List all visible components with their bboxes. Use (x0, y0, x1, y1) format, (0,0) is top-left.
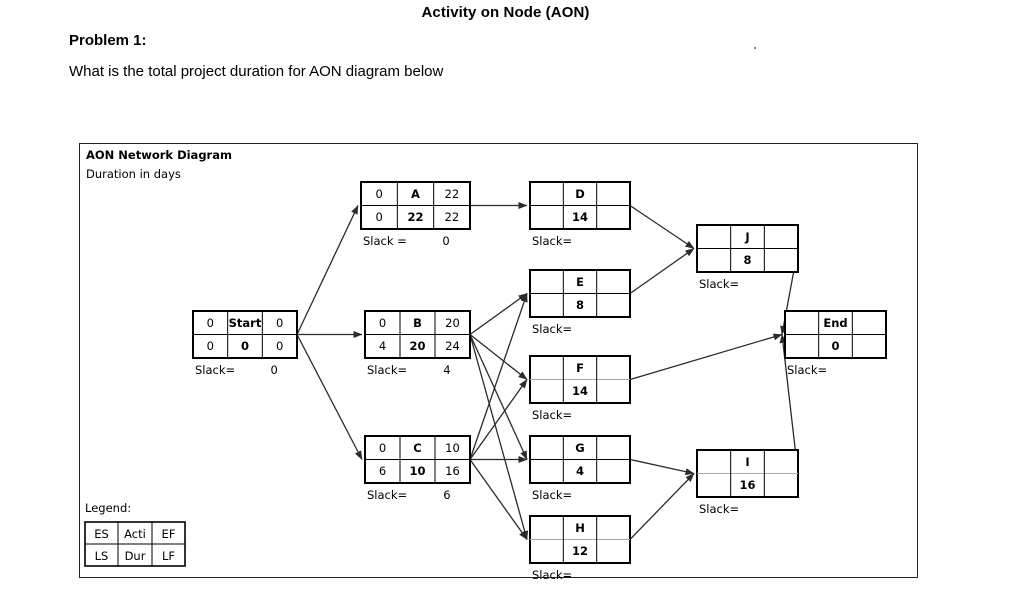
node-h-slack-label: Slack= (532, 568, 572, 579)
node-f-name: F (576, 361, 584, 375)
node-c-lf: 16 (445, 464, 460, 478)
node-g-slack-label: Slack= (532, 488, 572, 502)
node-e-name: E (576, 275, 584, 289)
node-d-dur: 14 (572, 210, 588, 224)
node-start-ef: 0 (276, 316, 283, 330)
node-b-dur: 20 (409, 339, 425, 353)
node-a-slack-label: Slack = (363, 234, 407, 248)
node-i-dur: 16 (739, 478, 755, 492)
node-end-dur: 0 (831, 339, 839, 353)
node-a-ls: 0 (376, 210, 383, 224)
edge-c-to-f (469, 379, 528, 460)
node-start-ls: 0 (207, 339, 214, 353)
legend-cell-ef: EF (162, 527, 176, 541)
edge-d-to-j (629, 204, 695, 250)
edge-e-to-j (629, 247, 695, 295)
problem-label: Problem 1: (69, 32, 147, 49)
node-c-dur: 10 (409, 464, 425, 478)
node-e-dur: 8 (576, 298, 584, 312)
node-a-slack-value: 0 (442, 234, 449, 248)
legend-cell-es: ES (94, 527, 109, 541)
node-b-es: 0 (379, 316, 386, 330)
edge-start-to-c (296, 334, 363, 460)
edge-b-to-e (469, 292, 528, 336)
node-c-name: C (413, 441, 421, 455)
node-g-dur: 4 (576, 464, 584, 478)
node-b-lf: 24 (445, 339, 460, 353)
stray-dot (754, 47, 756, 49)
node-f-slack-label: Slack= (532, 408, 572, 422)
node-start-name: Start (229, 316, 262, 330)
node-b-ef: 20 (445, 316, 460, 330)
node-start-dur: 0 (241, 339, 249, 353)
edge-c-to-e (469, 293, 528, 460)
node-d-name: D (575, 187, 585, 201)
node-start-es: 0 (207, 316, 214, 330)
edge-h-to-i (629, 473, 695, 540)
node-c-ls: 6 (379, 464, 386, 478)
edge-b-to-f (469, 333, 528, 381)
node-i-name: I (745, 455, 749, 469)
page-title: Activity on Node (AON) (421, 4, 590, 21)
node-h-name: H (575, 521, 585, 535)
node-c-es: 0 (379, 441, 386, 455)
node-j-slack-label: Slack= (699, 277, 739, 291)
legend-cell-acti: Acti (124, 527, 146, 541)
legend-cell-ls: LS (95, 549, 109, 563)
node-d-slack-label: Slack= (532, 234, 572, 248)
node-a-lf: 22 (445, 210, 460, 224)
node-end-name: End (823, 316, 847, 330)
node-j-dur: 8 (743, 253, 751, 267)
node-start-slack-value: 0 (270, 363, 277, 377)
node-b-name: B (413, 316, 422, 330)
node-b-slack-value: 4 (443, 363, 450, 377)
node-g-name: G (575, 441, 584, 455)
edge-start-to-a (296, 205, 359, 335)
legend-table: ES Acti EF LS Dur LF (84, 521, 186, 567)
node-c-slack-label: Slack= (367, 488, 407, 502)
aon-diagram-frame: AON Network Diagram Duration in days Leg… (79, 143, 918, 579)
problem-question: What is the total project duration for A… (69, 63, 444, 80)
node-h-dur: 12 (572, 544, 588, 558)
node-a-name: A (411, 187, 420, 201)
diagram-subtitle: Duration in days (86, 167, 181, 181)
node-start-slack-label: Slack= (195, 363, 235, 377)
node-c-slack-value: 6 (443, 488, 450, 502)
node-c-ef: 10 (445, 441, 460, 455)
node-end-slack-label: Slack= (787, 363, 827, 377)
node-a-es: 0 (376, 187, 383, 201)
diagram-title: AON Network Diagram (86, 148, 232, 162)
node-b-slack-label: Slack= (367, 363, 407, 377)
node-b-ls: 4 (379, 339, 386, 353)
node-i-slack-label: Slack= (699, 502, 739, 516)
edge-b-to-h (469, 334, 529, 540)
node-j-name: J (744, 230, 749, 244)
node-e-slack-label: Slack= (532, 322, 572, 336)
edge-f-to-end (629, 333, 783, 381)
legend-label: Legend: (85, 501, 132, 515)
edge-g-to-i (629, 458, 695, 476)
legend-cell-dur: Dur (125, 549, 146, 563)
node-a-dur: 22 (407, 210, 423, 224)
legend-cell-lf: LF (162, 549, 175, 563)
edge-c-to-h (469, 459, 528, 540)
node-a-ef: 22 (445, 187, 460, 201)
node-f-dur: 14 (572, 384, 588, 398)
node-start-lf: 0 (276, 339, 283, 353)
edge-b-to-g (469, 334, 528, 460)
